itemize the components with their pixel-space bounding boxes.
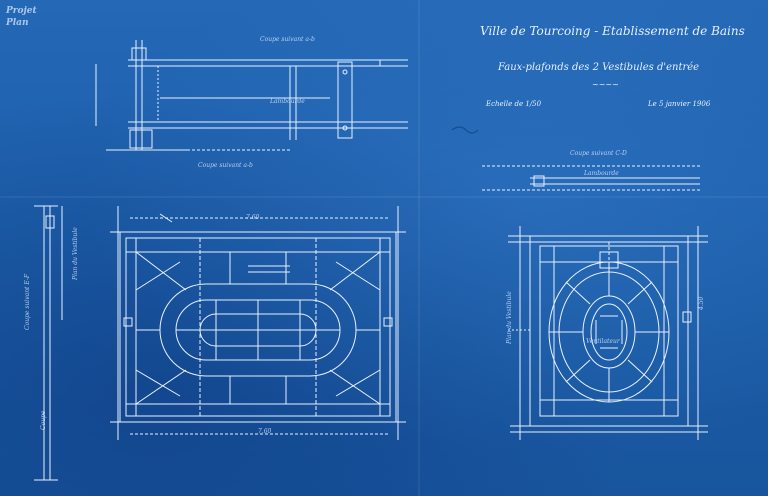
right-center-label: Ventilateur (586, 338, 620, 345)
title-main: Ville de Tourcoing - Etablissement de Ba… (480, 24, 745, 38)
fold-line-vertical (418, 0, 420, 496)
scale-note: Echelle de 1/50 (486, 100, 542, 108)
title-sub: Faux-plafonds des 2 Vestibules d'entrée (498, 62, 700, 73)
title-flourish: ~~~~ (592, 80, 619, 89)
stamp-line-1: Projet (6, 6, 37, 16)
left-plan-drawing (110, 206, 406, 440)
date-note: Le 5 janvier 1906 (648, 100, 711, 108)
stamp-line-2: Plan (6, 18, 29, 28)
top-section-drawing (95, 40, 408, 151)
left-dim-bottom: 7.60 (258, 428, 272, 435)
fold-line-horizontal (0, 196, 768, 198)
right-plan-drawing (508, 226, 708, 440)
pencil-mark (451, 126, 479, 134)
top-section-label: Coupe suivant a-b (260, 36, 315, 43)
top-dim-label: Lambourde (270, 98, 305, 105)
right-dims-label: Lambourde (584, 170, 619, 177)
right-section-drawing (482, 165, 700, 191)
right-section-label: Coupe suivant C-D (570, 150, 627, 157)
top-under-label: Coupe suivant a-b (198, 162, 253, 169)
left-vertical-section (34, 205, 63, 481)
